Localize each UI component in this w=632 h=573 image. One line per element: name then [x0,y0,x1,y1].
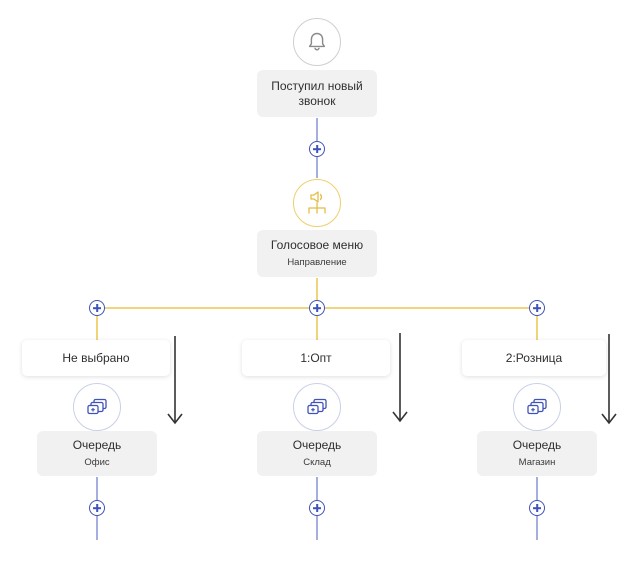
add-after-queue-button-3[interactable] [529,500,545,516]
queue-subtitle: Офис [84,457,110,468]
queue-subtitle: Магазин [518,457,556,468]
arrow-3-head [601,413,617,425]
queue-card-2[interactable]: Очередь Склад [257,431,377,476]
start-node-title: Поступил новый звонок [271,78,363,108]
queue-title: Очередь [292,438,342,452]
branch-label-text: 2:Розница [505,351,563,365]
queue-cards-icon [307,398,327,415]
branch-label-not-selected[interactable]: Не выбрано [22,340,170,376]
queue-circle-2[interactable] [293,383,341,431]
queue-card-3[interactable]: Очередь Магазин [477,431,597,476]
branch-label-opt[interactable]: 1:Опт [242,340,390,376]
arrow-2-head [392,411,408,423]
annotation-arrows [167,333,617,425]
voice-menu-card[interactable]: Голосовое меню Направление [257,230,377,277]
branch-label-text: Не выбрано [62,351,130,365]
add-branch-button-3[interactable] [529,300,545,316]
queue-circle-1[interactable] [73,383,121,431]
branch-label-retail[interactable]: 2:Розница [462,340,606,376]
arrow-1-head [167,413,183,425]
queue-title: Очередь [512,438,562,452]
bell-icon [308,32,326,51]
add-branch-button-2[interactable] [309,300,325,316]
queue-subtitle: Склад [303,457,331,468]
add-after-queue-button-2[interactable] [309,500,325,516]
voice-menu-title: Голосовое меню [270,238,364,252]
queue-title: Очередь [72,438,122,452]
start-node-card[interactable]: Поступил новый звонок [257,70,377,117]
voice-menu-circle[interactable] [293,179,341,227]
queue-cards-icon [87,398,107,415]
speaker-fork-icon [308,191,326,214]
queue-cards-icon [527,398,547,415]
add-branch-button-1[interactable] [89,300,105,316]
voice-menu-subtitle: Направление [287,257,347,268]
start-node-circle[interactable] [293,18,341,66]
queue-circle-3[interactable] [513,383,561,431]
add-step-button[interactable] [309,141,325,157]
queue-card-1[interactable]: Очередь Офис [37,431,157,476]
branch-label-text: 1:Опт [300,351,332,365]
add-after-queue-button-1[interactable] [89,500,105,516]
